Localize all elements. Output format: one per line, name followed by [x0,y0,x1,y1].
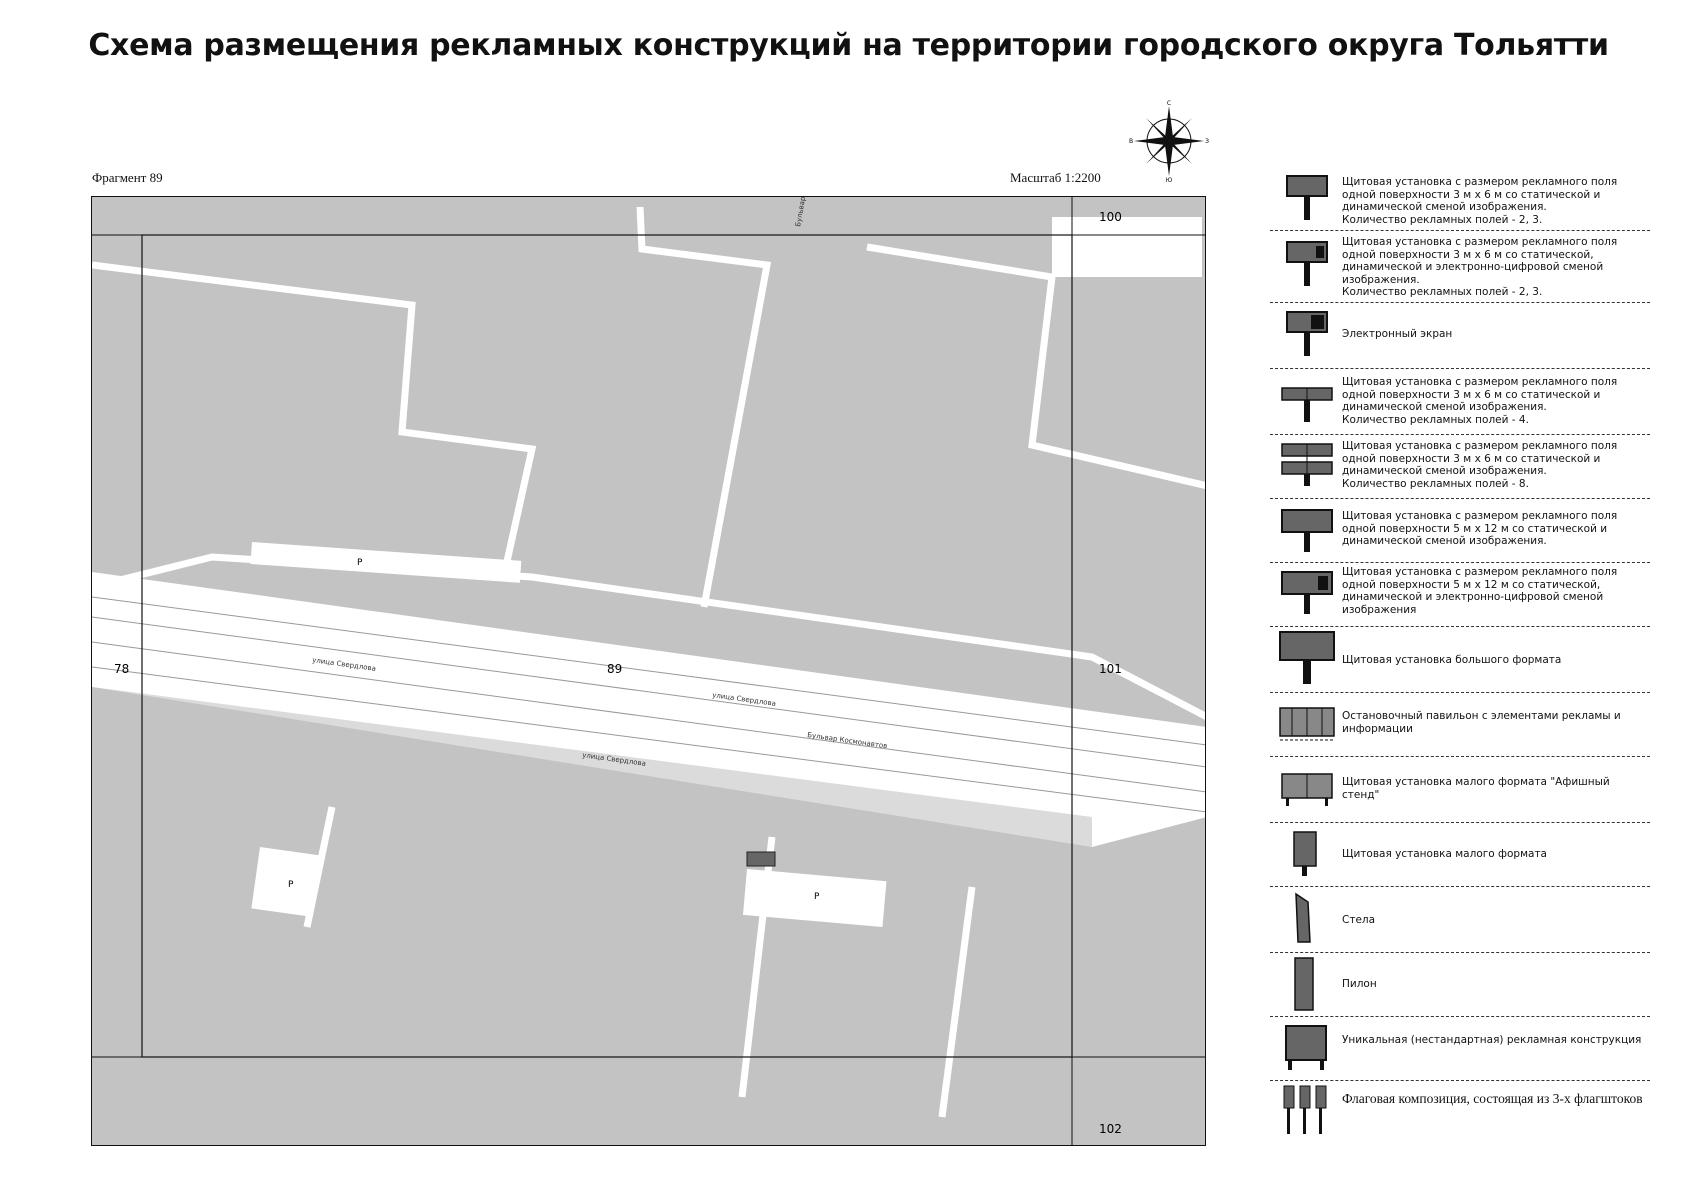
legend-text: Щитовая установка малого формата "Афишны… [1342,776,1610,801]
street-label-5: Бульвар Курчатова [794,197,814,227]
page-title: Схема размещения рекламных конструкций н… [88,28,1609,63]
sheet-number-100: 100 [1099,210,1122,224]
street-sverdlova [92,572,1205,847]
map-fragment[interactable]: 100 78 89 101 102 улица Свердлова улица … [91,196,1206,1146]
legend-item: Щитовая установка с размером рекламного … [1270,368,1650,435]
ad-construction-marker [746,851,776,867]
scale-label: Масштаб 1:2200 [1010,170,1101,185]
yard-path-2 [636,206,772,608]
yard-path-4 [92,553,1205,720]
stele-icon [1295,892,1311,943]
unique-construction-icon [1285,1025,1327,1070]
yard-path-3 [866,243,1205,489]
legend-item: Стела [1270,886,1650,953]
legend-item: Уникальная (нестандартная) рекламная кон… [1270,1016,1650,1081]
compass-n: С [1167,100,1171,107]
compass-s: Ю [1166,177,1173,182]
sheet-number-101: 101 [1099,662,1122,676]
fragment-label: Фрагмент 89 [92,170,163,185]
legend-item: Остановочный павильон с элементами рекла… [1270,692,1650,757]
parking-label-3: Р [814,892,820,902]
parking-label-2: Р [288,880,294,890]
yard-path-1 [92,261,537,576]
legend-text: Щитовая установка с размером рекламного … [1342,566,1618,616]
legend-item: Щитовая установка с размером рекламного … [1270,498,1650,563]
sheet-number-78: 78 [114,662,129,676]
driveway-3 [938,886,976,1118]
parking-area-1 [250,542,522,583]
pylon-icon [1294,957,1314,1011]
legend-item: Щитовая установка с размером рекламного … [1270,562,1650,627]
compass-e: З [1205,138,1209,145]
legend-item: Флаговая композиция, состоящая из 3-х фл… [1270,1080,1650,1142]
legend-item: Электронный экран [1270,302,1650,369]
legend-text: Щитовая установка с размером рекламного … [1342,510,1618,547]
legend-text: Стела [1342,914,1376,926]
electronic-screen-icon [1286,311,1328,356]
legend-text: Щитовая установка с размером рекламного … [1342,440,1618,490]
legend-item: Щитовая установка с размером рекламного … [1270,434,1650,499]
compass-rose-icon: С Ю В З [1129,100,1209,182]
map-canvas: 100 78 89 101 102 улица Свердлова улица … [92,197,1205,1145]
billboard-3x6-4-icon [1281,387,1333,422]
legend-text: Щитовая установка малого формата [1342,848,1547,860]
billboard-5x12-digital-icon [1281,571,1333,614]
legend-text: Уникальная (нестандартная) рекламная кон… [1342,1034,1642,1046]
flag-composition-icon [1283,1085,1327,1134]
legend-text: Щитовая установка большого формата [1342,654,1562,666]
legend-text: Остановочный павильон с элементами рекла… [1342,710,1621,735]
legend-item: Щитовая установка малого формата "Афишны… [1270,756,1650,823]
small-billboard-icon [1293,831,1317,876]
building-ne [1052,217,1202,277]
legend-text: Электронный экран [1342,328,1453,340]
sheet-number-89: 89 [607,662,622,676]
billboard-5x12-icon [1281,509,1333,552]
sheet-number-102: 102 [1099,1122,1122,1136]
legend-text: Щитовая установка с размером рекламного … [1342,176,1618,226]
legend-text: Флаговая композиция, состоящая из 3-х фл… [1342,1091,1643,1106]
parking-label-1: Р [357,558,363,568]
poster-stand-icon [1281,773,1333,806]
bus-shelter-icon [1279,707,1335,741]
legend-text: Щитовая установка с размером рекламного … [1342,376,1618,426]
legend-text: Пилон [1342,978,1377,990]
parking-area-2 [251,847,322,918]
legend-item: Щитовая установка большого формата [1270,626,1650,693]
billboard-large-icon [1279,631,1335,684]
legend-item: Пилон [1270,952,1650,1017]
legend-text: Щитовая установка с размером рекламного … [1342,236,1618,298]
compass-w: В [1129,138,1133,145]
billboard-3x6-2-3-icon [1286,175,1328,220]
billboard-3x6-8-icon [1281,443,1333,486]
legend-item: Щитовая установка малого формата [1270,822,1650,887]
legend-item: Щитовая установка с размером рекламного … [1270,168,1650,231]
billboard-3x6-digital-icon [1286,241,1328,286]
parking-area-3 [742,869,887,928]
legend-item: Щитовая установка с размером рекламного … [1270,230,1650,303]
